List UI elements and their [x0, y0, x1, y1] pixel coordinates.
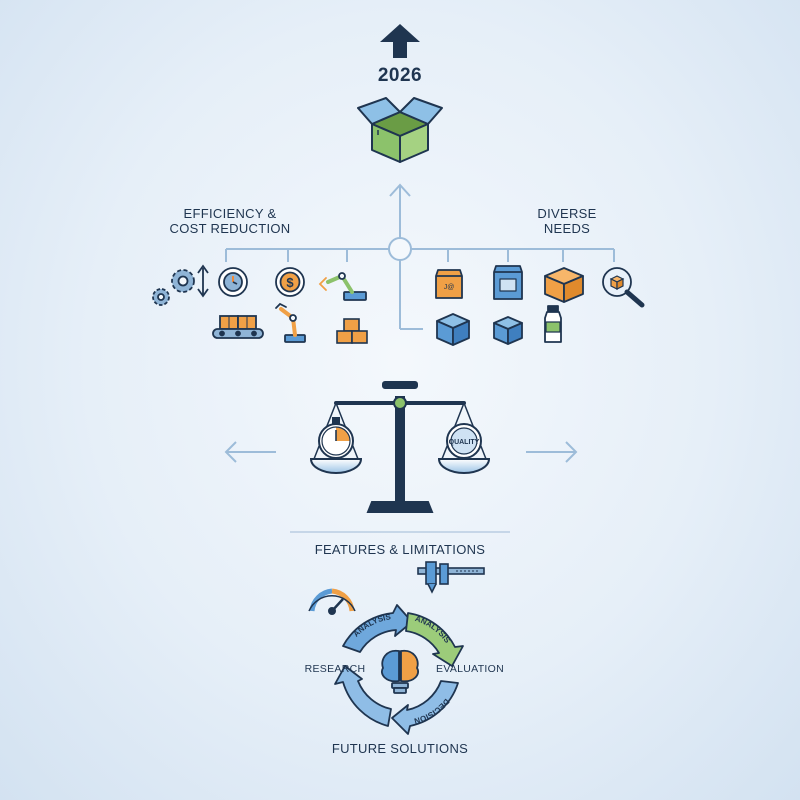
speedometer-icon	[308, 588, 356, 615]
year-label: 2026	[377, 65, 423, 86]
caliper-icon	[417, 561, 485, 594]
stacked-boxes-icon	[336, 318, 368, 344]
bag-icon	[493, 265, 523, 300]
cycle-arrows	[334, 604, 464, 735]
efficiency-label-line1: EFFICIENCY &	[183, 206, 277, 221]
robot-arm-icon	[318, 272, 367, 301]
research-label: RESEARCH	[304, 663, 366, 675]
conveyor-belt-icon	[212, 315, 264, 339]
features-limitations-label: FEATURES & LIMITATIONS	[314, 542, 486, 557]
svg-text:$: $	[286, 275, 294, 290]
robot-arm-icon	[275, 302, 306, 343]
blue-box-icon	[436, 313, 470, 346]
diverse-needs-label-line1: DIVERSE	[537, 206, 597, 221]
future-solutions-label: FUTURE SOLUTIONS	[331, 741, 469, 756]
open-box-icon	[357, 97, 443, 163]
up-arrow-icon	[380, 24, 420, 58]
stopwatch-icon	[318, 417, 354, 459]
blue-box-icon	[493, 316, 523, 345]
clock-icon	[218, 267, 248, 297]
orange-box-icon	[544, 267, 584, 303]
brain-lightbulb-icon	[381, 649, 419, 694]
tree-connectors	[225, 183, 615, 330]
quality-badge-label: QUALITY	[449, 439, 480, 446]
evaluation-label: EVALUATION	[436, 663, 504, 675]
pouch-icon: J@	[435, 269, 463, 299]
magnifier-box-icon	[602, 267, 645, 308]
quality-badge-icon	[446, 423, 482, 459]
side-arrows	[224, 441, 578, 463]
dollar-coin-icon: $	[275, 267, 305, 297]
efficiency-label-line2: COST REDUCTION	[169, 221, 291, 236]
bottle-icon	[544, 305, 562, 343]
gears-icon	[152, 264, 209, 306]
diverse-needs-label-line2: NEEDS	[543, 221, 591, 236]
svg-text:J@: J@	[444, 284, 455, 291]
